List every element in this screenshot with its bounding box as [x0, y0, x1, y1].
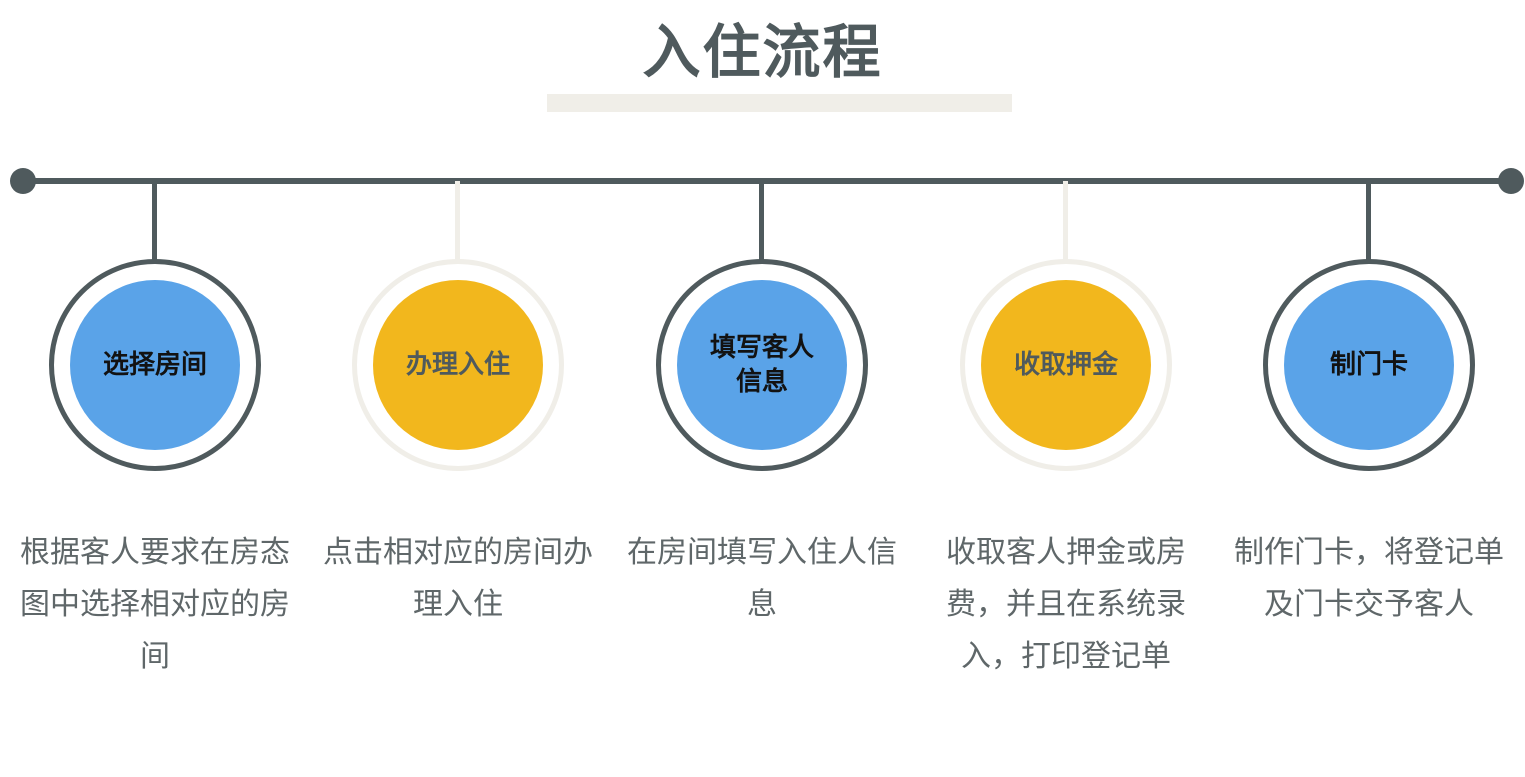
- timeline-start-dot: [10, 168, 36, 194]
- step-description-4: 收取客人押金或房费，并且在系统录入，打印登记单: [946, 535, 1186, 674]
- diagram-title: 入住流程: [642, 18, 883, 86]
- timeline-end-dot: [1498, 168, 1524, 194]
- step-label-3: 填写客人信息: [709, 333, 814, 397]
- step-connector-2: [455, 181, 460, 263]
- step-description-3: 在房间填写入住人信息: [627, 535, 897, 622]
- step-description-1: 根据客人要求在房态图中选择相对应的房间: [20, 535, 290, 674]
- title-underline-bar: [547, 94, 1012, 112]
- step-connector-1: [152, 181, 157, 263]
- step-description-5: 制作门卡，将登记单及门卡交予客人: [1234, 535, 1504, 622]
- step-connector-4: [1063, 181, 1068, 263]
- step-ring-4: 收取押金: [960, 259, 1172, 471]
- step-ring-5: 制门卡: [1263, 259, 1475, 471]
- step-circle-1: 选择房间: [70, 280, 240, 450]
- step-label-4: 收取押金: [1013, 350, 1118, 380]
- step-label-2: 办理入住: [405, 350, 510, 380]
- step-label-5: 制门卡: [1329, 350, 1408, 380]
- step-circle-2: 办理入住: [373, 280, 543, 450]
- step-ring-3: 填写客人信息: [656, 259, 868, 471]
- step-description-2: 点击相对应的房间办理入住: [323, 535, 593, 622]
- step-label-1: 选择房间: [102, 350, 207, 380]
- step-circle-5: 制门卡: [1284, 280, 1454, 450]
- step-connector-3: [759, 181, 764, 263]
- step-connector-5: [1366, 181, 1371, 263]
- step-circle-4: 收取押金: [981, 280, 1151, 450]
- timeline-line: [22, 178, 1512, 184]
- step-ring-2: 办理入住: [352, 259, 564, 471]
- step-ring-1: 选择房间: [49, 259, 261, 471]
- step-circle-3: 填写客人信息: [677, 280, 847, 450]
